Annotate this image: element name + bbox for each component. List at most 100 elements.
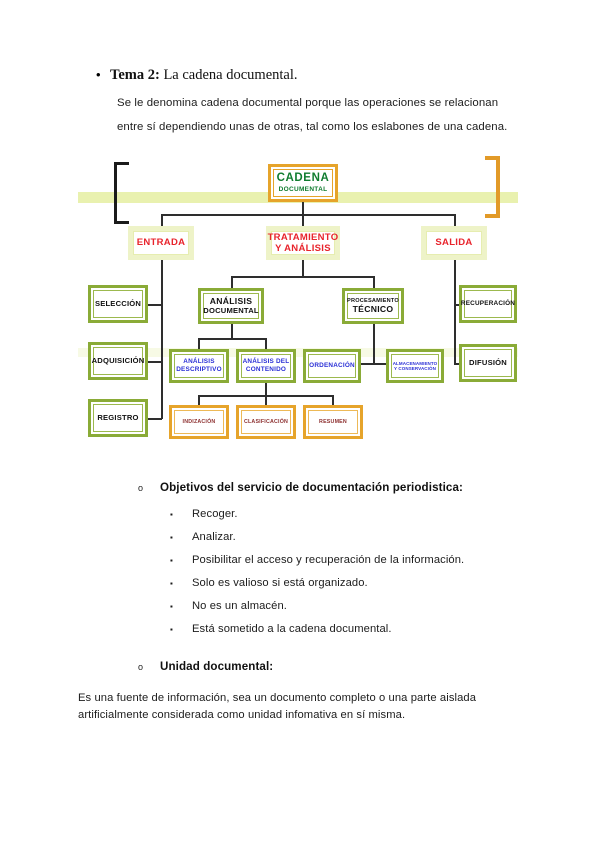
objectives-heading: Objetivos del servicio de documentación …: [160, 481, 463, 494]
list-marker-circle-icon: o: [138, 662, 144, 672]
node-analisis-descriptivo[interactable]: ANÁLISIS DESCRIPTIVO: [169, 349, 229, 383]
connector-root-down: [302, 202, 304, 216]
node-cadena-documental[interactable]: CADENA DOCUMENTAL: [268, 164, 338, 202]
unidad-heading: Unidad documental:: [160, 660, 274, 673]
heading-bullet-row: • Tema 2: La cadena documental.: [96, 66, 526, 84]
page-title: Tema 2: La cadena documental.: [110, 66, 298, 84]
node-recuperacion[interactable]: RECUPERACIÓN: [459, 285, 517, 323]
node-resumen-label: RESUMEN: [319, 418, 347, 425]
list-item-label: Analizar.: [192, 531, 236, 543]
connector-level2-bus: [161, 214, 455, 216]
connector-to-descriptivo: [198, 338, 200, 350]
list-marker-circle-icon: o: [138, 483, 144, 493]
node-difusion[interactable]: DIFUSIÓN: [459, 344, 517, 382]
node-almacenamiento-conservacion[interactable]: ALMACENAMIENTO Y CONSERVACIÓN: [386, 349, 444, 383]
intro-paragraph: Se le denomina cadena documental porque …: [117, 97, 508, 133]
node-seleccion[interactable]: SELECCIÓN: [88, 285, 148, 323]
node-recuperacion-label: RECUPERACIÓN: [460, 300, 516, 308]
node-descriptivo-line2: DESCRIPTIVO: [176, 366, 222, 373]
list-item: ▪ Está sometido a la cadena documental.: [170, 623, 510, 636]
list-marker-square-icon: ▪: [170, 579, 173, 588]
connector-tratamiento-bus: [231, 276, 374, 278]
connector-contenido-down: [265, 381, 267, 397]
connector-to-indizacion: [198, 395, 200, 406]
node-difusion-label: DIFUSIÓN: [469, 357, 507, 367]
connector-salida-spine: [454, 260, 456, 365]
node-resumen[interactable]: RESUMEN: [303, 405, 363, 439]
node-indizacion-label: INDIZACIÓN: [182, 418, 216, 425]
connector-to-contenido: [265, 338, 267, 350]
connector-to-procesamiento: [373, 276, 375, 290]
node-salida-label: SALIDA: [435, 237, 473, 249]
connector-to-entrada: [161, 214, 163, 226]
node-registro[interactable]: REGISTRO: [88, 399, 148, 437]
connector-procesamiento-almacenamiento: [373, 363, 387, 365]
list-marker-square-icon: ▪: [170, 556, 173, 565]
node-clasificacion-label: CLASIFICACIÓN: [243, 418, 289, 425]
connector-to-tratamiento: [302, 214, 304, 226]
connector-entrada-seleccion: [148, 304, 162, 306]
connector-entrada-adquisicion: [148, 361, 162, 363]
node-procesamiento-tecnico[interactable]: PROCESAMIENTO TÉCNICO: [342, 288, 404, 324]
node-ordenacion-label: ORDENACIÓN: [309, 362, 355, 370]
unidad-heading-row: o Unidad documental:: [138, 660, 518, 674]
list-marker-square-icon: ▪: [170, 625, 173, 634]
node-tratamiento-line2: Y ANÁLISIS: [275, 243, 331, 254]
connector-procesamiento-ordenacion: [360, 363, 374, 365]
connector-to-analisis-doc: [231, 276, 233, 290]
connector-to-resumen: [332, 395, 334, 406]
right-bracket-decoration: [485, 156, 500, 218]
node-contenido-line1: ANÁLISIS DEL: [242, 358, 290, 366]
node-descriptivo-line1: ANÁLISIS: [183, 358, 215, 366]
list-item: ▪ Posibilitar el acceso y recuperación d…: [170, 554, 510, 567]
node-almacenamiento-line2: Y CONSERVACIÓN: [394, 366, 436, 371]
node-analisis-del-contenido[interactable]: ANÁLISIS DEL CONTENIDO: [236, 349, 296, 383]
node-entrada[interactable]: ENTRADA: [128, 226, 194, 260]
list-item-label: No es un almacén.: [192, 600, 287, 612]
node-registro-label: REGISTRO: [97, 412, 139, 422]
node-adquisicion[interactable]: ADQUISICIÓN: [88, 342, 148, 380]
node-salida[interactable]: SALIDA: [421, 226, 487, 260]
node-cadena-line1: CADENA: [276, 172, 330, 185]
page-title-rest: La cadena documental.: [159, 67, 298, 83]
objectives-heading-row: o Objetivos del servicio de documentació…: [138, 481, 518, 495]
cadena-documental-diagram: CADENA DOCUMENTAL ENTRADA TRATAMIENTO Y …: [0, 148, 600, 458]
list-item-label: Posibilitar el acceso y recuperación de …: [192, 554, 465, 566]
node-tratamiento-y-analisis[interactable]: TRATAMIENTO Y ANÁLISIS: [266, 226, 340, 260]
node-tratamiento-line1: TRATAMIENTO: [267, 231, 339, 243]
node-seleccion-label: SELECCIÓN: [94, 298, 142, 308]
node-analisis-documental[interactable]: ANÁLISIS DOCUMENTAL: [198, 288, 264, 324]
connector-analisis-bus: [198, 338, 265, 340]
list-item-label: Recoger.: [192, 508, 238, 520]
connector-procesamiento-spine: [373, 324, 375, 365]
connector-to-clasificacion: [265, 395, 267, 406]
connector-analisis-down: [231, 324, 233, 340]
node-contenido-line2: CONTENIDO: [245, 366, 287, 373]
list-item-label: Solo es valioso si está organizado.: [192, 577, 368, 589]
connector-entrada-spine: [161, 256, 163, 419]
unidad-paragraph: Es una fuente de información, sea un doc…: [78, 692, 477, 722]
node-adquisicion-label: ADQUISICIÓN: [91, 355, 145, 365]
node-procesamiento-line2: TÉCNICO: [352, 304, 394, 315]
bullet-dot-icon: •: [96, 67, 101, 82]
node-almacenamiento-line1: ALMACENAMIENTO: [392, 360, 438, 366]
node-entrada-label: ENTRADA: [136, 237, 186, 249]
node-indizacion[interactable]: INDIZACIÓN: [169, 405, 229, 439]
list-item: ▪ Recoger.: [170, 508, 510, 521]
decorative-green-band-2: [78, 348, 518, 357]
node-cadena-line2: DOCUMENTAL: [278, 185, 328, 193]
list-item: ▪ Analizar.: [170, 531, 510, 544]
list-marker-square-icon: ▪: [170, 602, 173, 611]
connector-entrada-registro: [148, 418, 162, 420]
node-clasificacion[interactable]: CLASIFICACIÓN: [236, 405, 296, 439]
node-procesamiento-line1: PROCESAMIENTO: [347, 297, 399, 304]
node-ordenacion[interactable]: ORDENACIÓN: [303, 349, 361, 383]
left-bracket-decoration: [114, 162, 129, 224]
list-item-label: Está sometido a la cadena documental.: [192, 623, 392, 635]
connector-to-salida: [454, 214, 456, 226]
list-item: ▪ Solo es valioso si está organizado.: [170, 577, 510, 590]
connector-tratamiento-down: [302, 260, 304, 278]
list-item: ▪ No es un almacén.: [170, 600, 510, 613]
list-marker-square-icon: ▪: [170, 510, 173, 519]
